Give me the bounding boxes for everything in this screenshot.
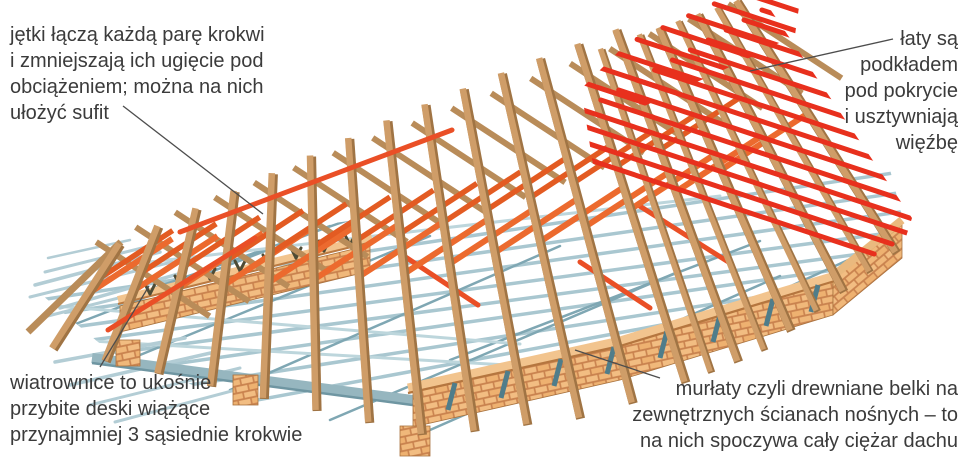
leader-lines (99, 38, 894, 379)
leader-jetki (122, 105, 264, 215)
callout-laty-line: więźbę (895, 132, 958, 154)
leader-wiatrownice (99, 285, 150, 368)
far-wind-braces-orange (395, 202, 733, 311)
callout-jetki-line: jętki łączą każdą parę krokwi (10, 24, 265, 46)
callout-murlaty: murłaty czyli drewniane belki na zewnętr… (632, 376, 958, 454)
callout-laty-line: pod pokrycie (844, 80, 958, 102)
callout-laty-line: łaty są (900, 28, 958, 50)
callout-wiatrownice: wiatrownice to ukośnie przybite deski wi… (10, 370, 302, 448)
callout-wiatrownice-line: wiatrownice to ukośnie (10, 372, 212, 394)
callout-jetki-line: i zmniejszają ich ugięcie pod (10, 50, 264, 72)
callout-murlaty-line: na nich spoczywa cały ciężar dachu (640, 430, 958, 452)
leader-laty (749, 38, 894, 72)
callout-laty-line: i usztywniają (844, 106, 958, 128)
callout-laty-line: podkładem (860, 54, 958, 76)
callout-jetki-line: ułożyć sufit (10, 102, 109, 124)
callout-murlaty-line: murłaty czyli drewniane belki na (675, 378, 958, 400)
callout-laty: łaty są podkładem pod pokrycie i usztywn… (845, 26, 958, 156)
callout-wiatrownice-line: przynajmniej 3 sąsiednie krokwie (10, 424, 303, 446)
near-wind-braces-orange (105, 127, 455, 333)
leader-murlaty (574, 349, 661, 379)
callout-jetki: jętki łączą każdą parę krokwi i zmniejsz… (10, 22, 265, 126)
callout-wiatrownice-line: przybite deski wiążące (10, 398, 211, 420)
callout-jetki-line: obciążeniem; można na nich (10, 76, 264, 98)
callout-murlaty-line: zewnętrznych ścianach nośnych – to (632, 404, 958, 426)
